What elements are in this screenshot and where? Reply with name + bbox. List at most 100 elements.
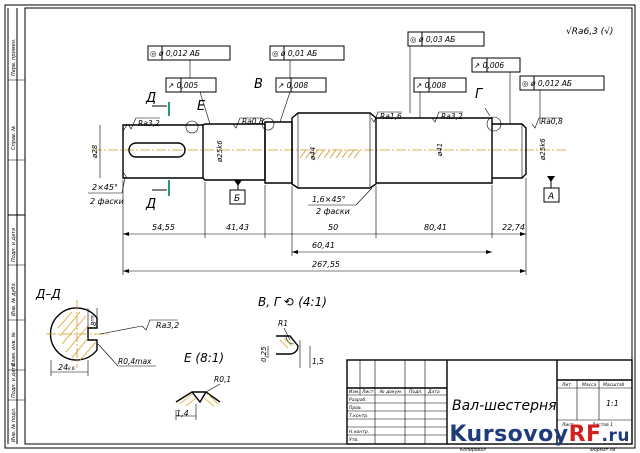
view-bg-d15: 1,5 [312,357,324,366]
section-d-d: Д–Д 8ᴴ⁹ Ra3,2 R0,4max 24ₖ₆ [35,287,179,376]
letter-d-top: Д [145,91,156,106]
svg-text:Т.контр.: Т.контр. [349,413,369,419]
runout-frame-2: ↗ 0,008 [275,77,327,93]
svg-text:Ra1,6: Ra1,6 [380,112,402,121]
svg-text:Изм.: Изм. [349,389,360,395]
svg-text:Подп.: Подп. [409,389,423,395]
dim-l7: 267,55 [312,260,340,269]
tolerance-frame-1: ◎ ø 0,012 АБ [147,45,231,61]
svg-text:◎ ø 0,03 АБ: ◎ ø 0,03 АБ [410,35,455,44]
side-label-3: Подп. и дата [11,228,17,262]
view-e-r: R0,1 [214,375,231,384]
title-block-scale: 1:1 [606,399,619,408]
tolerance-frame-2: ◎ ø 0,01 АБ [269,45,345,61]
svg-text:2×45°: 2×45° [92,183,118,192]
title-block-name: Вал-шестерня [452,398,557,414]
view-e-d14: 1,4 [176,409,189,418]
datum-b-label: Б [234,194,240,204]
svg-text:↗ 0,008: ↗ 0,008 [278,81,308,90]
side-label-6: Подп. и дата [11,364,17,398]
roughness-marks: Ra3,2 Ra0,8 Ra1,6 Ra3,2 Ra0,8 [127,111,563,130]
shaft-outline [122,112,527,189]
svg-text:◎ ø 0,012 АБ: ◎ ø 0,012 АБ [150,49,200,58]
title-block: Изм. Лист № докум. Подп. Дата Разраб. Пр… [346,359,633,453]
detail-circle-v [261,117,275,131]
svg-text:↗ 0,008: ↗ 0,008 [416,81,446,90]
outer-frame [4,4,636,449]
section-depth: 8ᴴ⁹ [90,315,98,326]
section-ra: Ra3,2 [156,321,179,330]
svg-text:◎ ø 0,01 АБ: ◎ ø 0,01 АБ [272,49,317,58]
dim-l5: 22,74 [502,223,525,232]
leader-lines [189,46,541,125]
svg-text:Ra0,8: Ra0,8 [541,117,563,126]
section-width: 24ₖ₆ [58,363,76,372]
side-label-5: Взам. инв. № [11,332,17,366]
svg-text:Масса: Масса [582,382,597,388]
dim-l1: 54,55 [152,223,175,232]
letter-v: В [254,77,263,92]
detail-view-e: Е (8:1) R0,1 1,4 [175,351,231,420]
runout-frame-4: ↗ 0,006 [471,57,521,73]
roughness-corner-note: √Ra6,3 (√) [566,26,613,37]
svg-text:Ra3,2: Ra3,2 [441,112,463,121]
dim-l4: 80,41 [424,223,447,232]
dim-d-mid: ø44 [309,147,317,161]
watermark-accent: RF [568,422,602,447]
hatch-marks [299,149,361,159]
svg-text:Утв.: Утв. [349,437,358,443]
letter-g: Г [475,87,484,102]
svg-text:Масштаб: Масштаб [603,382,625,388]
dim-l2: 41,43 [226,223,249,232]
dim-d-bearing2: ø25k6 [539,138,547,161]
watermark: KursovoyRF.ru [449,422,630,447]
tolerance-frame-4: ◎ ø 0,012 АБ [519,75,605,91]
letter-d-bottom: Д [145,197,156,212]
view-bg-title: В, Г ⟲ (4:1) [258,295,327,309]
svg-text:2 фаски: 2 фаски [316,207,350,216]
letter-e: Е [197,99,206,114]
section-radius: R0,4max [118,357,152,366]
watermark-domain: .ru [601,426,630,446]
section-d-title: Д–Д [35,287,61,301]
svg-text:2 фаски: 2 фаски [90,197,124,206]
svg-text:№ докум.: № докум. [379,389,402,395]
dim-d-left: ø28 [91,144,99,159]
svg-text:Н.контр.: Н.контр. [349,429,369,435]
svg-text:Лист: Лист [561,422,574,428]
detail-view-bg: В, Г ⟲ (4:1) R1 0,25 1,5 [258,295,327,368]
dimension-lines [122,178,527,275]
dim-l3: 50 [328,223,338,232]
svg-text:↗ 0,006: ↗ 0,006 [474,61,504,70]
datum-b: Б [229,180,246,205]
runout-frame-1: ↗ 0,005 [165,77,217,93]
svg-text:Формат А4: Формат А4 [590,447,616,453]
chamfer-mid: 1,6×45° 2 фаски [308,187,373,216]
svg-text:1,6×45°: 1,6×45° [312,195,346,204]
tolerance-frame-3: ◎ ø 0,03 АБ [407,31,485,47]
dim-l6: 60,41 [312,241,335,250]
chamfer-left: 2×45° 2 фаски [88,177,126,206]
inner-frame [24,7,633,445]
dim-d-gear: ø41 [436,143,444,157]
runout-frame-3: ↗ 0,008 [413,77,467,93]
svg-text:↗ 0,005: ↗ 0,005 [168,81,198,90]
view-e-title: Е (8:1) [184,351,224,365]
detail-circle-e [185,120,199,134]
section-mark-d: Д Д [145,91,170,212]
view-bg-r1: R1 [278,319,288,328]
watermark-main: KursovoyRF [449,422,602,447]
svg-text:Лит.: Лит. [561,382,572,388]
svg-text:Ra3,2: Ra3,2 [138,119,160,128]
svg-text:Разраб.: Разраб. [349,397,367,403]
side-label-1: Перв. примен. [11,38,17,76]
svg-text:Пров.: Пров. [349,405,362,411]
side-label-7: Инв. № подл. [11,408,17,443]
side-label-4: Инв. № дубл. [11,282,17,316]
svg-text:Дата: Дата [427,389,440,395]
datum-a: А [543,176,560,203]
dim-d-bearing1: ø25k6 [216,140,224,163]
datum-a-label: А [547,192,554,202]
svg-text:Лист: Лист [361,389,374,395]
